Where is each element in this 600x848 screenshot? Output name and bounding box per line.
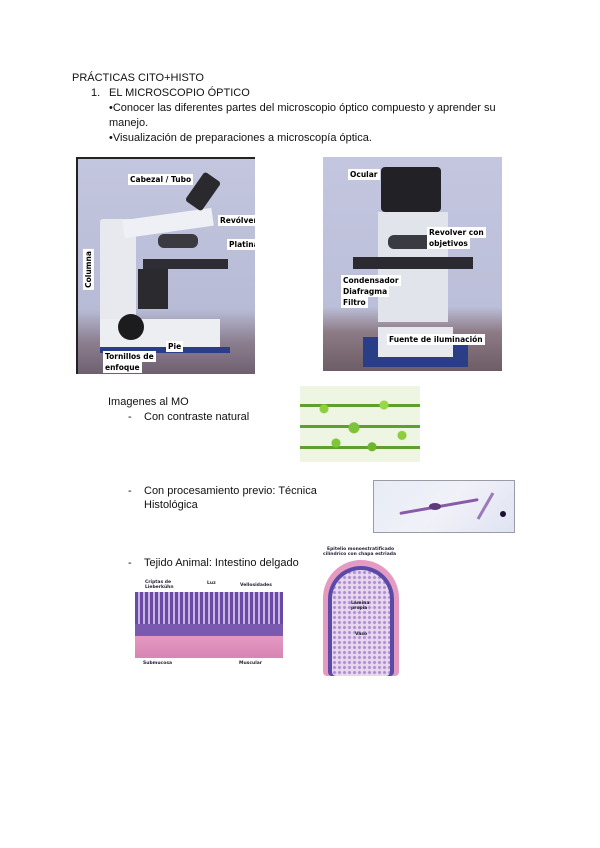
label-lieberkuhn: Lieberkühn xyxy=(145,585,174,590)
label-muscular: Muscular xyxy=(239,661,263,666)
label-propia: propia xyxy=(351,606,368,611)
section-number: 1. xyxy=(91,87,101,99)
label-platina: Platina xyxy=(227,239,255,250)
label-condensador: Condensador xyxy=(341,275,401,286)
villus-image: Epitelio monoestratificado cilíndrico co… xyxy=(321,546,403,676)
stage-shape xyxy=(143,259,228,269)
images-heading: Imagenes al MO xyxy=(108,396,189,408)
item-2-text-cont: Histológica xyxy=(144,499,198,511)
document-title: PRÁCTICAS CITO+HISTO xyxy=(72,72,204,84)
label-cabezal: Cabezal / Tubo xyxy=(128,174,194,185)
microscope-side-photo: Cabezal / Tubo Revólver Platina Columna … xyxy=(76,157,255,374)
label-vaso: Vaso xyxy=(355,632,368,637)
label-diafragma: Diafragma xyxy=(341,286,390,297)
label-epitelio: Epitelio monoestratificado xyxy=(327,547,395,552)
label-pie: Pie xyxy=(166,341,184,352)
plant-cells-image xyxy=(300,386,420,462)
label-ocular: Ocular xyxy=(348,169,380,180)
villi-layer-shape xyxy=(135,592,283,626)
item-1-dash: - xyxy=(128,411,132,423)
label-filtro: Filtro xyxy=(341,297,368,308)
condenser-shape xyxy=(138,269,168,309)
label-lamina: Lámina xyxy=(351,601,370,606)
label-revolver: Revólver xyxy=(218,215,255,226)
label-columna: Columna xyxy=(82,249,94,290)
item-1-text: Con contraste natural xyxy=(144,411,250,423)
villus-lamina-shape xyxy=(332,570,390,676)
label-tornillos: Tornillos de xyxy=(103,351,156,362)
item-3-dash: - xyxy=(128,557,132,569)
label-submucosa: Submucosa xyxy=(143,661,173,666)
item-2-text: Con procesamiento previo: Técnica xyxy=(144,485,317,497)
intestine-section-image: Criptas de Lieberkühn Luz Vellosidades S… xyxy=(135,578,283,668)
bullet-2: •Visualización de preparaciones a micros… xyxy=(109,132,372,144)
section-heading: EL MICROSCOPIO ÓPTICO xyxy=(109,87,250,99)
neuron-nucleus-shape xyxy=(500,511,506,517)
binocular-head-shape xyxy=(381,167,441,212)
label-revolver-objetivos-2: objetivos xyxy=(427,238,470,249)
microscope-foot-strip xyxy=(100,347,230,353)
label-enfoque: enfoque xyxy=(103,362,142,373)
item-2-dash: - xyxy=(128,485,132,497)
objectives-shape xyxy=(388,235,438,249)
microscope-front-photo: Ocular Revolver con objetivos Condensado… xyxy=(323,157,502,371)
label-fuente-iluminacion: Fuente de iluminación xyxy=(387,334,485,345)
mucosa-layer-shape xyxy=(135,624,283,636)
label-criptas: Criptas de xyxy=(145,580,171,585)
neuron-image xyxy=(373,480,515,533)
bullet-1: •Conocer las diferentes partes del micro… xyxy=(109,102,496,114)
neuron-dendrite-shape xyxy=(476,492,495,520)
revolver-shape xyxy=(158,234,198,248)
bullet-1-cont: manejo. xyxy=(109,117,149,129)
focus-knob-shape xyxy=(118,314,144,340)
label-vellosidades: Vellosidades xyxy=(240,583,272,588)
label-revolver-objetivos-1: Revolver con xyxy=(427,227,486,238)
item-3-text: Tejido Animal: Intestino delgado xyxy=(144,557,299,569)
stage-front-shape xyxy=(353,257,473,269)
muscular-layer-shape xyxy=(135,636,283,658)
label-luz: Luz xyxy=(207,581,216,586)
neuron-body-shape xyxy=(429,503,441,510)
label-chapa: cilíndrico con chapa estriada xyxy=(323,552,397,557)
